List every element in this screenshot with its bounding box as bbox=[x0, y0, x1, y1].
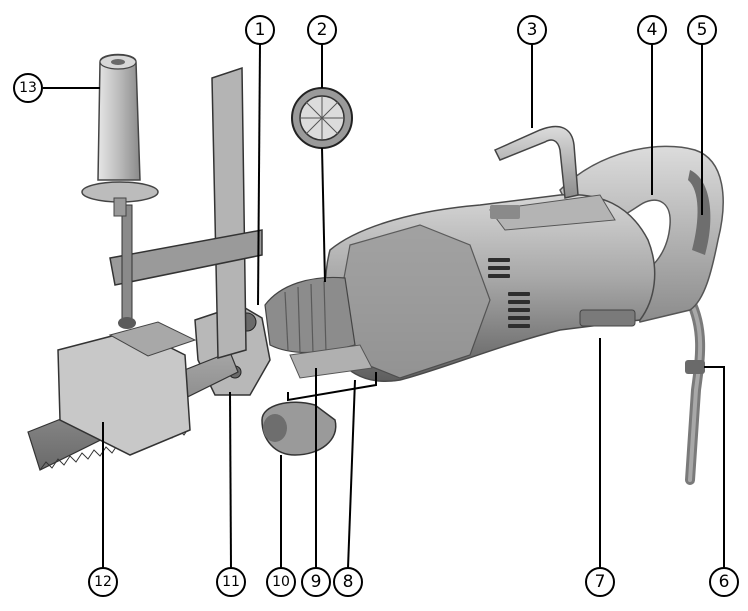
callout-5: 5 bbox=[687, 15, 717, 45]
callout-3: 3 bbox=[517, 15, 547, 45]
bow-handle bbox=[490, 125, 579, 219]
callout-8-label: 8 bbox=[343, 572, 354, 592]
callout-10: 10 bbox=[266, 567, 296, 597]
callout-5-label: 5 bbox=[697, 20, 708, 40]
leader-lines bbox=[43, 43, 725, 569]
callout-4-label: 4 bbox=[647, 20, 658, 40]
callout-6-label: 6 bbox=[719, 572, 730, 592]
callout-12: 12 bbox=[88, 567, 118, 597]
callout-8: 8 bbox=[333, 567, 363, 597]
trigger-switch bbox=[579, 309, 636, 327]
callout-6: 6 bbox=[709, 567, 739, 597]
clamp-handle bbox=[81, 53, 159, 217]
callout-7: 7 bbox=[585, 567, 615, 597]
callout-2-label: 2 bbox=[317, 20, 328, 40]
handle-grip-insert bbox=[688, 170, 711, 255]
callout-13: 13 bbox=[13, 73, 43, 103]
callout-1-label: 1 bbox=[255, 20, 266, 40]
callout-1: 1 bbox=[245, 15, 275, 45]
power-cord bbox=[685, 295, 706, 485]
callout-12-label: 12 bbox=[94, 574, 112, 590]
callout-11-label: 11 bbox=[222, 574, 240, 590]
callout-9: 9 bbox=[301, 567, 331, 597]
callout-7-label: 7 bbox=[595, 572, 606, 592]
callout-4: 4 bbox=[637, 15, 667, 45]
pipe-clamp bbox=[57, 66, 263, 456]
cooling-vents bbox=[488, 258, 530, 328]
rear-handle bbox=[559, 145, 724, 323]
callout-9-label: 9 bbox=[311, 572, 322, 592]
motor-housing bbox=[324, 193, 656, 382]
cord-strain-relief bbox=[685, 360, 705, 374]
callout-10-label: 10 bbox=[272, 574, 290, 590]
callout-13-label: 13 bbox=[19, 80, 37, 96]
callout-11: 11 bbox=[216, 567, 246, 597]
callout-3-label: 3 bbox=[527, 20, 538, 40]
level-bubble-indicator bbox=[291, 87, 353, 149]
gear-housing bbox=[264, 276, 373, 379]
callout-2: 2 bbox=[307, 15, 337, 45]
